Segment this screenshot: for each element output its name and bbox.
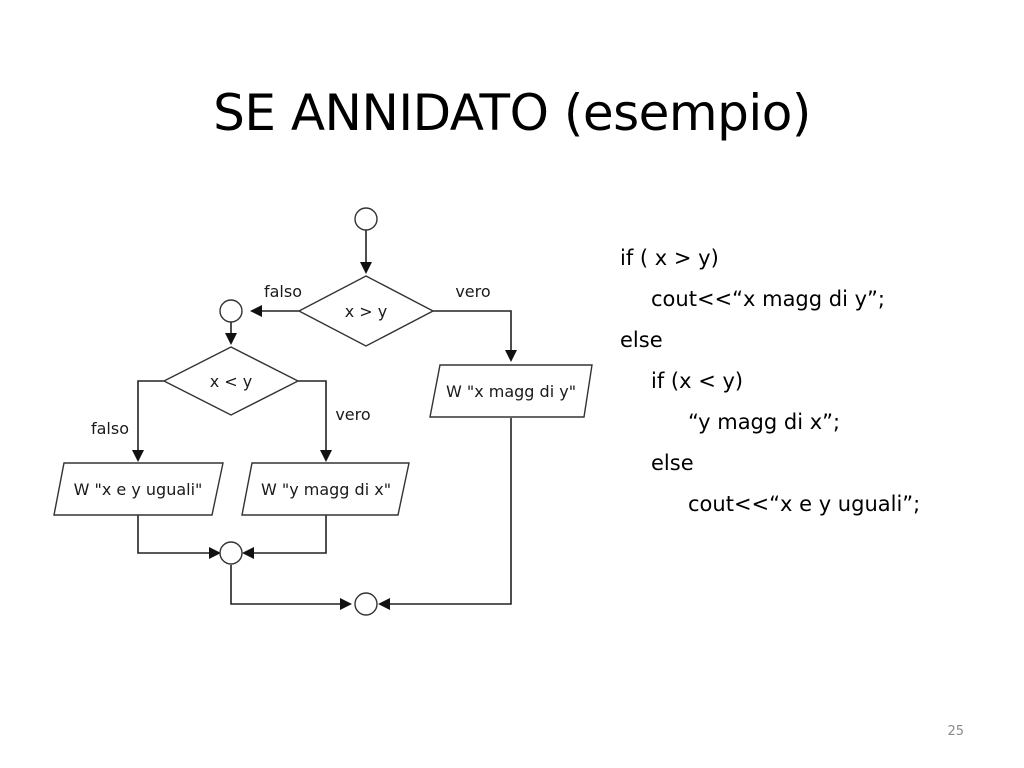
slide-number: 25: [947, 724, 964, 739]
code-line-else-outer: else: [620, 328, 663, 352]
edge-inner-merge-to-end: [230, 565, 340, 605]
arrowhead-down-icon: [320, 450, 332, 462]
arrowhead-down-icon: [505, 350, 517, 362]
flowchart-arrowheads: [132, 262, 517, 610]
decision-inner-label: x < y: [210, 372, 253, 391]
arrowhead-right-icon: [340, 598, 352, 610]
arrowhead-left-icon: [378, 598, 390, 610]
outer-false-label: falso: [264, 282, 302, 301]
flowchart-edges: [137, 230, 512, 605]
end-node: [354, 592, 378, 616]
output-y-greater-label: W "y magg di x": [261, 480, 391, 499]
outer-true-label: vero: [455, 282, 490, 301]
arrowhead-left-icon: [250, 305, 262, 317]
edge-outer-true: [433, 310, 512, 350]
output-x-greater: [429, 364, 593, 418]
code-line-if-outer: if ( x > y): [620, 246, 719, 270]
code-line-print-x-greater: cout<<“x magg di y”;: [651, 287, 885, 311]
code-block: if ( x > y) cout<<“x magg di y”; else if…: [620, 238, 920, 525]
output-x-greater-label: W "x magg di y": [446, 382, 576, 401]
arrowhead-down-icon: [132, 450, 144, 462]
slide-title: SE ANNIDATO (esempio): [213, 84, 811, 142]
arrowhead-down-icon: [360, 262, 372, 274]
inner-true-label: vero: [335, 405, 370, 424]
output-y-greater: [241, 462, 410, 516]
code-line-if-inner: if (x < y): [651, 369, 744, 393]
edge-x-greater-to-end: [390, 418, 512, 605]
decision-outer: [297, 275, 435, 347]
code-line-y-greater: “y magg di x”;: [688, 410, 841, 434]
edge-inner-true: [298, 380, 327, 450]
output-equal: [53, 462, 224, 516]
edge-y-greater-to-merge: [254, 515, 327, 554]
code-line-else-inner: else: [651, 451, 694, 475]
output-equal-label: W "x e y uguali": [74, 480, 203, 499]
arrowhead-right-icon: [209, 547, 221, 559]
arrowhead-left-icon: [242, 547, 254, 559]
decision-outer-label: x > y: [345, 302, 388, 321]
code-line-print-equal: cout<<“x e y uguali”;: [688, 492, 921, 516]
edge-equal-to-merge: [137, 515, 209, 554]
inner-false-label: falso: [91, 419, 129, 438]
start-node: [354, 207, 378, 231]
arrowhead-down-icon: [225, 333, 237, 345]
merge-node-inner: [219, 541, 243, 565]
merge-node-outer-false: [219, 299, 243, 323]
decision-inner: [162, 346, 300, 416]
edge-inner-false: [137, 380, 164, 450]
